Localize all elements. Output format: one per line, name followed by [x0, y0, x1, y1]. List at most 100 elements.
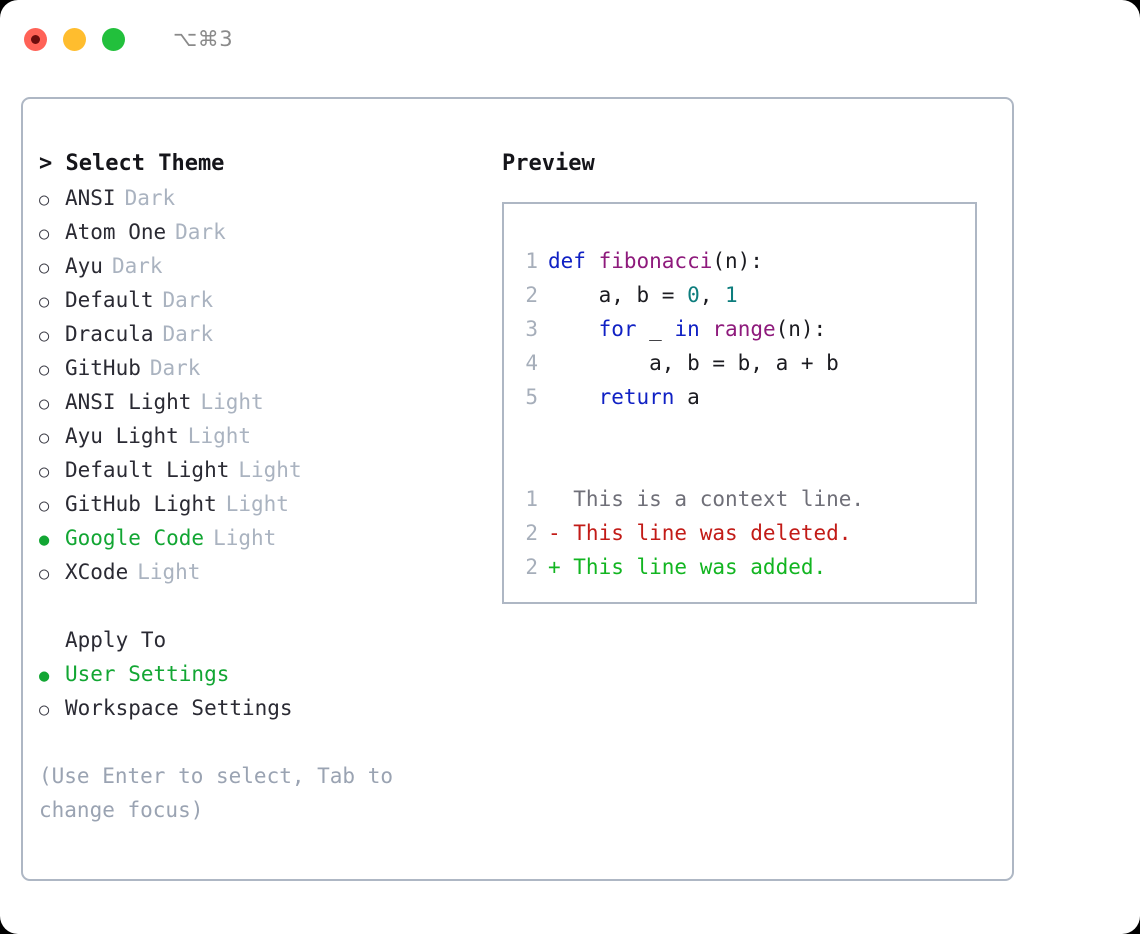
theme-name: Dracula [65, 322, 154, 346]
token-keyword: def [548, 249, 599, 273]
token-keyword: in [674, 317, 700, 341]
apply-to-label: Workspace Settings [65, 696, 293, 720]
apply-to-header: Apply To [65, 628, 167, 652]
code-line: 5 return a [504, 380, 975, 414]
diff-line-deleted: 2 - This line was deleted. [504, 516, 975, 550]
code-content: def fibonacci(n): [548, 244, 763, 278]
token-plain [548, 385, 599, 409]
theme-option-default-light[interactable]: ○ Default Light Light [39, 453, 499, 487]
theme-option-dracula-dark[interactable]: ○ Dracula Dark [39, 317, 499, 351]
theme-option-ayu-dark[interactable]: ○ Ayu Dark [39, 249, 499, 283]
radio-icon: ○ [39, 700, 50, 720]
token-plain: a [674, 385, 700, 409]
theme-variant: Light [238, 458, 302, 482]
radio-icon: ○ [39, 258, 50, 278]
token-keyword: for [598, 317, 637, 341]
code-line: 1 def fibonacci(n): [504, 244, 975, 278]
line-number: 1 [525, 487, 538, 511]
token-function: fibonacci [598, 249, 713, 273]
line-number: 4 [525, 351, 538, 375]
token-plain [548, 317, 599, 341]
line-number: 3 [525, 317, 538, 341]
theme-variant: Dark [124, 186, 176, 210]
theme-name: XCode [65, 560, 129, 584]
diff-content: This is a context line. [548, 487, 865, 511]
code-blank-line [504, 448, 975, 482]
keyboard-shortcut-label: ⌥⌘3 [173, 27, 234, 51]
preview-code-box: 1 def fibonacci(n): 2 a, b = 0, 1 3 for … [502, 202, 977, 604]
token-function: range [712, 317, 776, 341]
theme-option-google-code[interactable]: ● Google Code Light [39, 521, 499, 555]
theme-name: Default Light [65, 458, 230, 482]
line-number: 2 [525, 555, 538, 579]
theme-option-ansi-dark[interactable]: ○ ANSI Dark [39, 181, 499, 215]
theme-variant: Light [225, 492, 289, 516]
radio-icon: ○ [39, 326, 50, 346]
code-line: 4 a, b = b, a + b [504, 346, 975, 380]
theme-name: GitHub [65, 356, 141, 380]
code-content: a, b = 0, 1 [548, 278, 738, 312]
two-column-layout: > Select Theme ○ ANSI Dark ○ Atom One Da… [23, 99, 1012, 879]
radio-selected-icon: ● [39, 666, 50, 686]
token-plain: a, b = b, a + b [548, 351, 839, 375]
theme-name: Atom One [65, 220, 167, 244]
apply-to-label: User Settings [65, 662, 230, 686]
preview-column: Preview 1 def fibonacci(n): 2 a, b = 0, … [502, 147, 992, 604]
diff-content: - This line was deleted. [548, 521, 852, 545]
title-bar: ⌥⌘3 [0, 0, 1140, 78]
diff-content: + This line was added. [548, 555, 827, 579]
apply-to-option-workspace-settings[interactable]: ○ Workspace Settings [39, 691, 499, 725]
radio-icon: ○ [39, 224, 50, 244]
help-hint-text: (Use Enter to select, Tab to change focu… [39, 764, 394, 822]
theme-option-atom-one-dark[interactable]: ○ Atom One Dark [39, 215, 499, 249]
theme-name: Default [65, 288, 154, 312]
code-line: 2 a, b = 0, 1 [504, 278, 975, 312]
theme-name: Ayu [65, 254, 103, 278]
diff-line-context: 1 This is a context line. [504, 482, 975, 516]
theme-option-default-dark[interactable]: ○ Default Dark [39, 283, 499, 317]
theme-option-github-light[interactable]: ○ GitHub Light Light [39, 487, 499, 521]
radio-icon: ○ [39, 462, 50, 482]
radio-icon: ○ [39, 292, 50, 312]
theme-variant: Light [137, 560, 201, 584]
theme-variant: Light [213, 526, 277, 550]
code-line: 3 for _ in range(n): [504, 312, 975, 346]
theme-variant: Dark [175, 220, 226, 244]
theme-option-ayu-light[interactable]: ○ Ayu Light Light [39, 419, 499, 453]
token-plain: (n): [712, 249, 763, 273]
theme-variant: Light [187, 424, 252, 448]
radio-icon: ○ [39, 394, 50, 414]
theme-variant: Dark [149, 356, 201, 380]
maximize-button[interactable] [102, 27, 125, 51]
diff-line-added: 2 + This line was added. [504, 550, 975, 584]
traffic-lights [24, 27, 125, 51]
theme-name: ANSI [65, 186, 116, 210]
code-content: return a [548, 380, 700, 414]
theme-name: ANSI Light [65, 390, 192, 414]
line-number: 2 [525, 521, 538, 545]
minimize-button[interactable] [63, 27, 86, 51]
radio-selected-icon: ● [39, 530, 50, 550]
code-content: for _ in range(n): [548, 312, 827, 346]
radio-icon: ○ [39, 360, 50, 380]
theme-option-github-dark[interactable]: ○ GitHub Dark [39, 351, 499, 385]
code-blank-line [504, 414, 975, 448]
theme-name: GitHub Light [65, 492, 217, 516]
line-number: 5 [525, 385, 538, 409]
token-number: 1 [725, 283, 738, 307]
theme-option-ansi-light[interactable]: ○ ANSI Light Light [39, 385, 499, 419]
theme-variant: Dark [162, 322, 214, 346]
close-button[interactable] [24, 27, 47, 51]
theme-option-xcode[interactable]: ○ XCode Light [39, 555, 499, 589]
apply-to-option-user-settings[interactable]: ● User Settings [39, 657, 499, 691]
radio-icon: ○ [39, 564, 50, 584]
preview-header: Preview [502, 151, 595, 176]
token-plain: , [699, 283, 726, 307]
token-plain [700, 317, 713, 341]
token-number: 0 [687, 283, 700, 307]
token-plain: (n): [775, 317, 827, 341]
theme-name: Google Code [65, 526, 205, 550]
line-number: 2 [525, 283, 538, 307]
code-content: a, b = b, a + b [548, 346, 839, 380]
